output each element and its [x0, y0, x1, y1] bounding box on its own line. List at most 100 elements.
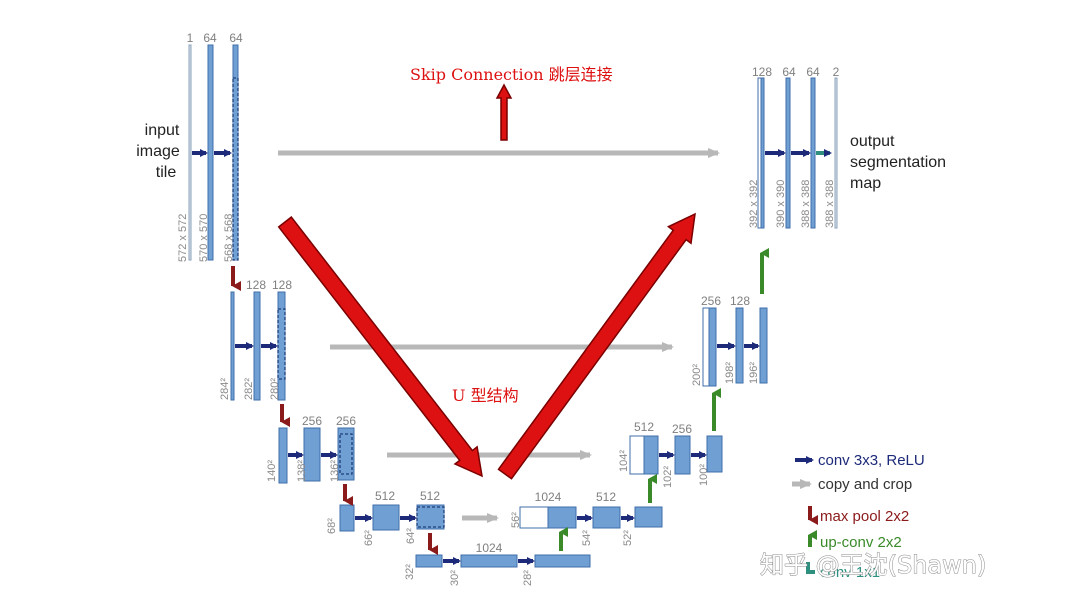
block-output	[834, 77, 838, 229]
size-enc2-input: 284²	[219, 378, 231, 400]
size-dec3-input: 104²	[618, 450, 630, 472]
output-segmentation-map-label: output segmentation map	[850, 133, 946, 192]
block-enc2-input	[230, 291, 235, 401]
legend-label-conv1x1: conv 1x1	[820, 564, 880, 581]
size-enc4-input: 68²	[326, 518, 338, 534]
size-bottom-conv1: 30²	[449, 570, 461, 586]
legend-item-copy: copy and crop	[792, 476, 912, 493]
channels-enc1-conv1: 64	[203, 31, 217, 45]
skip-connection-annotation: Skip Connection 跳层连接	[410, 65, 613, 84]
output-label-line2: segmentation	[850, 154, 946, 171]
legend: conv 3x3, ReLU copy and crop max pool 2x…	[792, 452, 925, 581]
conv1x1-arrow-icon	[806, 562, 815, 574]
size-dec3-conv1: 102²	[662, 466, 674, 488]
channels-enc3-conv1: 256	[302, 414, 322, 428]
channels-enc1-conv2: 64	[229, 31, 243, 45]
channels-enc4-conv1: 512	[375, 489, 395, 503]
size-dec1-input: 392 x 392	[748, 180, 760, 228]
annotation-arrows	[277, 83, 696, 480]
channels-dec2-concat: 256	[701, 294, 721, 308]
channels-enc4-conv2: 512	[420, 489, 440, 503]
size-enc1-conv1: 570 x 570	[198, 214, 210, 262]
input-label-line1: input	[145, 122, 180, 139]
size-dec1-conv1: 390 x 390	[775, 180, 787, 228]
channel-count-labels: 1 64 64 128 128 256 256 512 512 1024 102…	[187, 31, 840, 555]
channels-bottom: 1024	[476, 541, 503, 555]
size-enc2-conv1: 282²	[243, 378, 255, 400]
size-enc4-conv2: 64²	[405, 528, 417, 544]
feature-map-blocks	[188, 44, 838, 568]
block-bottom-input	[415, 554, 443, 568]
connection-arrows	[192, 148, 832, 565]
channels-enc2-conv2: 128	[272, 278, 292, 292]
legend-label-maxpool: max pool 2x2	[820, 508, 909, 525]
legend-label-conv: conv 3x3, ReLU	[818, 452, 925, 469]
size-dec2-input: 200²	[691, 364, 703, 386]
block-dec2-skip	[708, 307, 717, 387]
block-bottom-conv1	[460, 554, 518, 568]
size-dec2-conv2: 196²	[748, 362, 760, 384]
zhihu-watermark: 知乎 @王沈(Shawn)	[760, 551, 986, 579]
size-enc3-input: 140²	[266, 460, 278, 482]
block-enc3-input	[278, 427, 288, 484]
output-label-line1: output	[850, 133, 895, 150]
size-enc1-input: 572 x 572	[177, 214, 189, 262]
block-enc1-conv1	[207, 44, 214, 261]
block-enc1-conv2-crop	[232, 77, 239, 261]
size-enc1-conv2: 568 x 568	[223, 214, 235, 262]
legend-item-conv1x1: conv 1x1	[806, 562, 880, 581]
block-enc4-conv2-crop	[416, 506, 445, 528]
block-dec4-upconv	[519, 506, 549, 529]
size-dec1-conv2: 388 x 388	[800, 180, 812, 228]
legend-item-upconv: up-conv 2x2	[808, 530, 902, 551]
size-enc3-conv1: 138²	[296, 460, 308, 482]
block-enc1-input	[188, 44, 192, 261]
block-dec2-conv2	[759, 307, 768, 384]
size-bottom-input: 32²	[404, 564, 416, 580]
block-dec1-conv2	[810, 77, 816, 229]
block-bottom-conv2	[534, 554, 591, 568]
legend-label-copy: copy and crop	[818, 476, 912, 493]
block-enc4-input	[339, 504, 355, 532]
size-dec4-conv1: 54²	[581, 530, 593, 546]
size-dec2-conv1: 198²	[724, 362, 736, 384]
channels-enc2-conv1: 128	[246, 278, 266, 292]
channels-dec1-conv2: 64	[806, 65, 820, 79]
channels-enc1-input: 1	[187, 31, 194, 45]
size-dec4-input: 56²	[510, 512, 522, 528]
legend-item-maxpool: max pool 2x2	[808, 506, 909, 525]
spatial-size-labels: 572 x 572 570 x 570 568 x 568 284² 282² …	[177, 180, 836, 586]
u-shape-down-arrow	[277, 216, 483, 478]
size-dec4-conv2: 52²	[622, 530, 634, 546]
channels-output: 2	[833, 65, 840, 79]
legend-label-upconv: up-conv 2x2	[820, 534, 902, 551]
output-label-line3: map	[850, 175, 881, 192]
block-dec4-conv2	[634, 506, 663, 528]
block-dec2-conv1	[735, 307, 744, 384]
block-dec4-skip	[547, 506, 577, 529]
u-shape-annotation: U 型结构	[452, 386, 519, 405]
channels-dec4-concat: 1024	[535, 490, 562, 504]
block-enc3-conv2-crop	[339, 433, 353, 475]
input-image-tile-label: input image tile	[136, 122, 180, 181]
channels-dec1-conv1: 64	[782, 65, 796, 79]
channels-dec2-conv: 128	[730, 294, 750, 308]
size-enc4-conv1: 66²	[363, 530, 375, 546]
size-enc2-conv2: 280²	[269, 378, 281, 400]
input-label-line2: image	[136, 143, 180, 160]
legend-item-conv: conv 3x3, ReLU	[795, 452, 925, 469]
block-dec3-conv2	[706, 435, 723, 473]
block-enc2-conv2-crop	[277, 308, 286, 380]
channels-enc3-conv2: 256	[336, 414, 356, 428]
block-enc2-conv1	[253, 291, 261, 401]
block-dec2-upconv	[702, 307, 710, 387]
block-dec3-upconv	[629, 435, 645, 475]
channels-dec1-concat: 128	[752, 65, 772, 79]
block-dec4-conv1	[592, 506, 621, 529]
channels-dec3-concat: 512	[634, 420, 654, 434]
u-shape-up-arrow	[497, 212, 696, 480]
size-dec3-conv2: 100²	[698, 464, 710, 486]
block-enc3-conv1	[303, 427, 321, 482]
size-bottom-conv2: 28²	[522, 570, 534, 586]
